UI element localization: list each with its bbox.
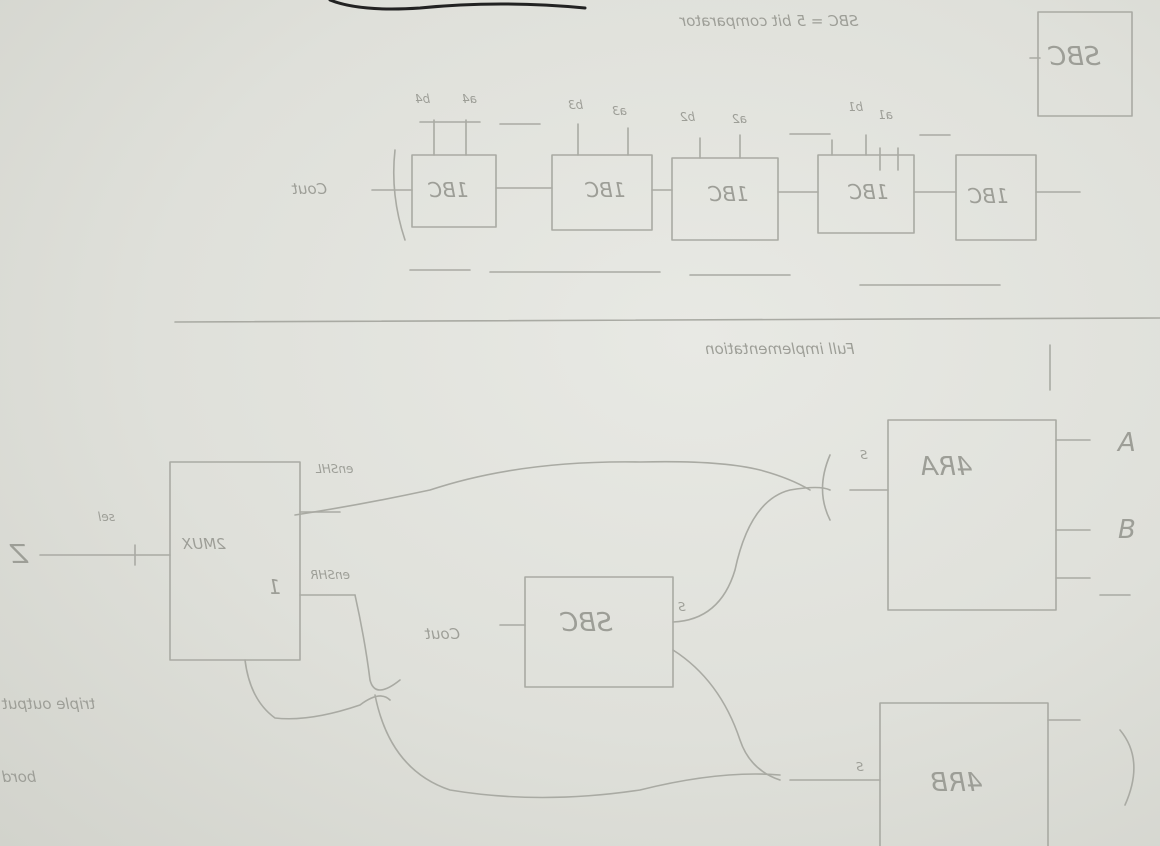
wire-sbc-to-4ra — [673, 488, 830, 623]
chain-input-a1: a1 — [878, 108, 893, 122]
chain-input-a2: a2 — [732, 112, 747, 126]
wire-cout-to-4rb — [375, 695, 780, 798]
sbc-cout-label: Cout — [425, 625, 460, 643]
wire-sbc-down — [673, 650, 780, 780]
chain-input-b1: b1 — [848, 100, 863, 114]
wire-mux-bottom — [355, 595, 400, 690]
ink-arc — [330, 0, 585, 9]
chain-label-5: 1BC — [968, 184, 1008, 208]
wire-mux-to-4ra — [295, 462, 810, 515]
chain-label-2: 1BC — [585, 178, 625, 202]
mux-box — [170, 462, 300, 660]
chain-input-b4: b4 — [415, 92, 430, 106]
chain-input-b3: b3 — [568, 98, 583, 112]
reg-4ra-input-a: A — [1118, 428, 1136, 458]
top-comparator-label: SBC = 5 bit comparator — [680, 12, 858, 30]
mux-sel-label: sel — [98, 510, 115, 524]
chain-input-a3: a3 — [612, 104, 627, 118]
reg-4rb-label: 4RB — [930, 768, 982, 798]
chain-label-4: 1BC — [848, 180, 888, 204]
top-sbc-label: SBC — [1048, 42, 1101, 72]
reg-4ra-input-b: B — [1118, 515, 1136, 545]
chain-input-b2: b2 — [680, 110, 695, 124]
chain-input-a4: a4 — [462, 92, 477, 106]
section-divider — [175, 318, 1160, 322]
mux-one-label: 1 — [268, 575, 281, 599]
bottom-note-1: triple output — [2, 695, 95, 713]
sbc-label: SBC — [560, 608, 613, 638]
mux-z-label: Z — [10, 540, 28, 570]
mux-out-top-label: enSHL — [315, 462, 353, 476]
chain-label-3: 1BC — [708, 182, 748, 206]
sbc-s-label: S — [678, 600, 686, 614]
chain-label-1: 1BC — [428, 178, 468, 202]
reg-4ra-s-label: S — [860, 448, 868, 462]
chain-cout-label: Cout — [292, 180, 327, 198]
section-label: Full implementation — [705, 340, 854, 358]
bottom-note-2: bord — [2, 768, 36, 786]
mux-out-bottom-label: enSHR — [310, 568, 350, 582]
reg-4rb-s-label: S — [856, 760, 864, 774]
mux-label: 2MUX — [182, 535, 226, 553]
reg-4ra-box — [888, 420, 1056, 610]
reg-4ra-label: 4RA — [920, 452, 972, 482]
